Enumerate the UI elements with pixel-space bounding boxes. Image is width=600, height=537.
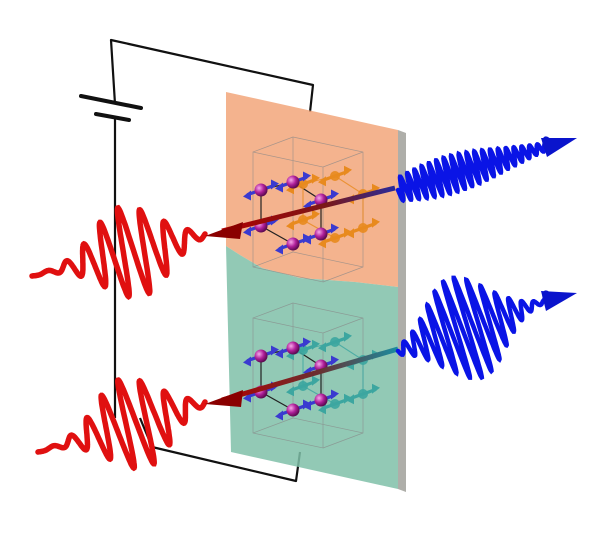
beam-bottom bbox=[205, 346, 399, 407]
emitted-pulse-top bbox=[395, 140, 551, 204]
beam-top bbox=[205, 185, 396, 239]
emitted-pulse-bottom bbox=[395, 275, 551, 381]
battery-icon bbox=[79, 94, 143, 122]
incident-pulse-bottom bbox=[35, 377, 208, 472]
emitted-arrow-bottom bbox=[541, 290, 577, 311]
magnetic-film-edge bbox=[398, 130, 406, 492]
incident-pulse-top bbox=[29, 204, 208, 301]
magnetic-film-top bbox=[226, 92, 398, 287]
emitted-arrow-top bbox=[541, 136, 577, 157]
spin-lattice-top bbox=[243, 136, 380, 283]
